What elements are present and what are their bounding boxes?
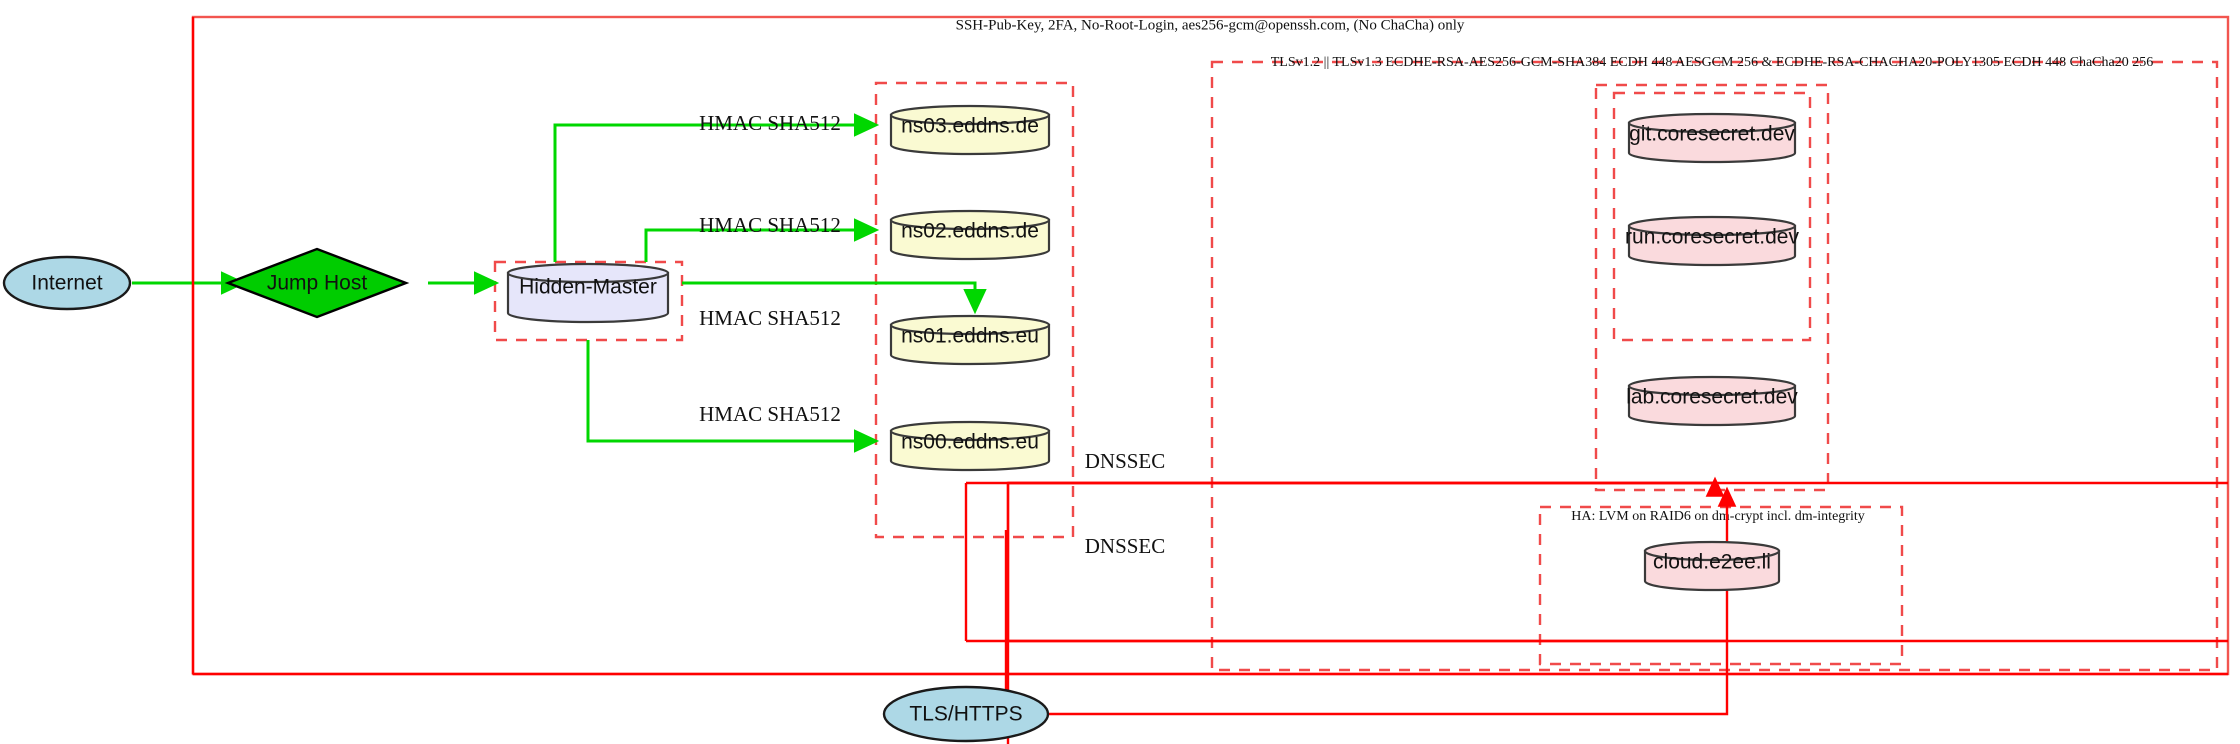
edge-hiddenmaster-ns03 [553,113,880,262]
edge-hiddenmaster-ns01 [682,281,987,315]
node-run-coresecret-label: run.coresecret.dev [1625,226,1799,249]
label-ssh-policy: SSH-Pub-Key, 2FA, No-Root-Login, aes256-… [956,17,1465,33]
node-ns01[interactable]: ns01.eddns.eu [889,314,1051,366]
node-ns01-label: ns01.eddns.eu [901,325,1039,348]
edge-dnssec-lower [1006,483,1727,643]
node-lab-coresecret-label: lab.coresecret.dev [1626,386,1798,409]
node-cloud-e2ee[interactable]: cloud.e2ee.li [1643,540,1781,592]
node-ns03-label: ns03.eddns.de [901,115,1039,138]
node-ns03[interactable]: ns03.eddns.de [889,104,1051,156]
node-internet[interactable]: Internet [2,255,132,311]
cluster-dns-servers [874,81,1075,539]
cluster-hidden-master [493,260,684,342]
node-tls-https-label: TLS/HTTPS [909,703,1022,726]
node-git-coresecret-label: git.coresecret.dev [1629,123,1795,146]
label-tls-policy: TLSv1.2 || TLSv1.3 ECDHE-RSA-AES256-GCM-… [1271,55,2153,70]
label-hmac-ns01: HMAC SHA512 [699,306,841,330]
node-ns02[interactable]: ns02.eddns.de [889,209,1051,261]
node-ns00-label: ns00.eddns.eu [901,431,1039,454]
cluster-tls [1210,60,2219,672]
node-hidden-master-label: Hidden-Master [519,276,657,299]
cluster-coresecret-inner [1612,91,1812,342]
label-hmac-ns03: HMAC SHA512 [699,111,841,135]
label-ha-policy: HA: LVM on RAID6 on dm-crypt incl. dm-in… [1571,509,1864,524]
node-tls-https[interactable]: TLS/HTTPS [882,685,1050,743]
node-jump-host-label: Jump Host [267,272,368,295]
label-dnssec-1: DNSSEC [1085,449,1166,473]
label-hmac-ns00: HMAC SHA512 [699,402,841,426]
node-cloud-e2ee-label: cloud.e2ee.li [1653,551,1771,574]
edge-hiddenmaster-ns02 [644,218,880,262]
edge-tlshttps-right [1048,641,1729,716]
node-jump-host[interactable]: Jump Host [224,247,410,319]
node-ns00[interactable]: ns00.eddns.eu [889,420,1051,472]
cluster-ha-cloud [1538,505,1904,666]
node-ns02-label: ns02.eddns.de [901,220,1039,243]
node-hidden-master[interactable]: Hidden-Master [506,262,670,324]
label-dnssec-2: DNSSEC [1085,534,1166,558]
edge-hiddenmaster-ns00 [586,340,880,453]
cluster-ssh-outer [191,15,2230,676]
node-git-coresecret[interactable]: git.coresecret.dev [1627,112,1797,164]
node-run-coresecret[interactable]: run.coresecret.dev [1625,215,1799,267]
label-hmac-ns02: HMAC SHA512 [699,213,841,237]
node-internet-label: Internet [31,272,102,295]
node-lab-coresecret[interactable]: lab.coresecret.dev [1626,375,1798,427]
